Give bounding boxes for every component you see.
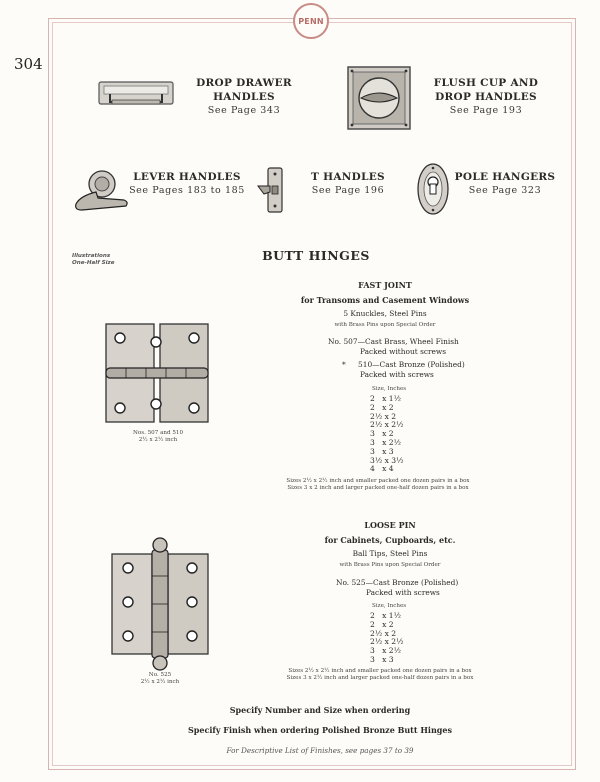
drop-drawer-handle-icon — [98, 81, 174, 105]
fast-joint-heading: FAST JOINT — [358, 280, 412, 290]
size-row: 2½ x 2 — [370, 628, 397, 638]
lever-handle-icon — [75, 170, 128, 211]
size-row: 3 x 2½ — [370, 646, 401, 656]
penn-logo: PENN — [293, 3, 329, 39]
fast-joint-packing-1: Sizes 2½ x 2½ inch and smaller packed on… — [286, 478, 470, 484]
fast-joint-caption-2: 2½ x 2½ inch — [138, 437, 178, 443]
illustrations-note: Illustrations One-Half Size — [72, 253, 115, 266]
fast-joint-hinge-icon — [105, 323, 209, 423]
fast-joint-spec: 5 Knuckles, Steel Pins — [343, 309, 427, 318]
loose-pin-packing-2: Sizes 3 x 2½ inch and larger packed one-… — [286, 675, 474, 681]
size-row: 3½ x 3½ — [370, 455, 404, 465]
loose-pin-packing-1: Sizes 2½ x 2½ inch and smaller packed on… — [288, 668, 472, 674]
fast-joint-sizes: 2 x 1½ 2 x 2 2½ x 2 2½ x 2½ 3 x 2 3 x 2½… — [370, 394, 404, 474]
fast-joint-item1-pack: Packed without screws — [360, 347, 447, 356]
size-row: 2½ x 2½ — [370, 637, 404, 647]
loose-pin-heading: LOOSE PIN — [364, 520, 416, 530]
fast-joint-caption-1: Nos. 507 and 510 — [132, 430, 184, 436]
lever-title: LEVER HANDLES — [133, 171, 241, 183]
fast-joint-subheading: for Transoms and Casement Windows — [300, 295, 470, 305]
lever-ref: See Pages 183 to 185 — [129, 185, 245, 196]
size-row: 2 x 2 — [370, 402, 394, 412]
section-title: BUTT HINGES — [262, 248, 370, 263]
fast-joint-item2-pack: Packed with screws — [360, 370, 434, 379]
size-row: 3 x 2½ — [370, 437, 401, 447]
loose-pin-item1-pack: Packed with screws — [366, 588, 440, 597]
footer-line-1: Specify Number and Size when ordering — [229, 705, 411, 715]
loose-pin-sizes-header: Size, Inches — [372, 603, 407, 609]
size-row: 3 x 3 — [370, 654, 394, 664]
footer-line-3: For Descriptive List of Finishes, see pa… — [226, 746, 414, 755]
loose-pin-spec: Ball Tips, Steel Pins — [352, 549, 428, 558]
loose-pin-sizes: 2 x 1½ 2 x 2 2½ x 2 2½ x 2½ 3 x 2½ 3 x 3 — [370, 611, 404, 665]
t-handles-title: T HANDLES — [311, 171, 385, 183]
page-number: 304 — [14, 55, 43, 73]
flush-cup-title-2: DROP HANDLES — [435, 91, 537, 103]
loose-pin-caption-1: No. 525 — [148, 672, 172, 678]
pole-hangers-ref: See Page 323 — [468, 185, 542, 196]
size-row: 2 x 1½ — [370, 611, 401, 620]
fast-joint-item2: * 510—Cast Bronze (Polished) — [342, 360, 465, 369]
t-handle-icon — [257, 167, 283, 213]
footer-line-2: Specify Finish when ordering Polished Br… — [188, 725, 452, 735]
flush-cup-title-1: FLUSH CUP AND — [433, 77, 539, 89]
size-row: 2 x 2 — [370, 619, 394, 629]
pole-hanger-icon — [417, 163, 449, 215]
size-row: 4 x 4 — [370, 464, 394, 474]
loose-pin-subheading: for Cabinets, Cupboards, etc. — [324, 535, 456, 545]
loose-pin-item1: No. 525—Cast Bronze (Polished) — [336, 578, 459, 587]
loose-pin-hinge-icon — [111, 537, 209, 671]
drop-drawer-title-1: DROP DRAWER — [196, 77, 292, 89]
t-handles-ref: See Page 196 — [311, 185, 385, 196]
size-row: 2½ x 2½ — [370, 420, 404, 430]
drop-drawer-ref: See Page 343 — [207, 105, 281, 116]
size-row: 3 x 2 — [370, 429, 394, 439]
fast-joint-special: with Brass Pins upon Special Order — [334, 322, 436, 328]
fast-joint-item1: No. 507—Cast Brass, Wheel Finish — [328, 337, 459, 346]
fast-joint-packing-2: Sizes 3 x 2 inch and larger packed one-h… — [287, 485, 469, 491]
flush-cup-handle-icon — [347, 66, 411, 130]
fast-joint-sizes-header: Size, Inches — [372, 386, 407, 392]
drop-drawer-title-2: HANDLES — [213, 91, 275, 103]
size-row: 3 x 3 — [370, 446, 394, 456]
loose-pin-special: with Brass Pins upon Special Order — [339, 562, 441, 568]
pole-hangers-title: POLE HANGERS — [454, 171, 556, 183]
size-row: 2½ x 2 — [370, 411, 397, 421]
loose-pin-caption-2: 2½ x 2½ inch — [140, 679, 180, 685]
size-row: 2 x 1½ — [370, 394, 401, 403]
flush-cup-ref: See Page 193 — [449, 105, 523, 116]
